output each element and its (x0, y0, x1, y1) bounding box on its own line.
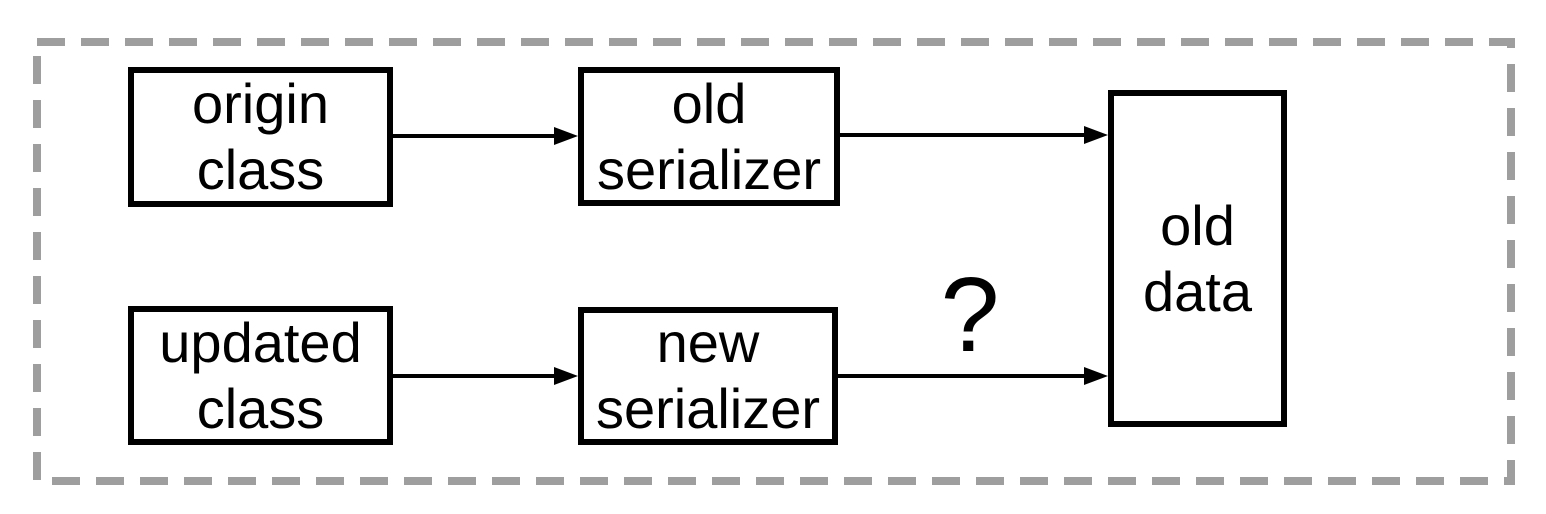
dashed-frame (33, 38, 1515, 485)
question-mark-annotation: ? (940, 256, 1000, 374)
node-old-serializer: old serializer (578, 67, 840, 206)
node-origin-class: origin class (128, 67, 393, 207)
arrowhead-updated-to-new-serializer (554, 367, 578, 385)
node-updated-class: updated class (128, 306, 393, 445)
node-old-data: old data (1108, 90, 1287, 427)
arrowhead-origin-to-old-serializer (554, 127, 578, 145)
node-new-serializer: new serializer (578, 307, 838, 445)
arrowhead-old-serializer-to-old-data (1084, 126, 1108, 144)
arrowhead-new-serializer-to-old-data (1084, 367, 1108, 385)
